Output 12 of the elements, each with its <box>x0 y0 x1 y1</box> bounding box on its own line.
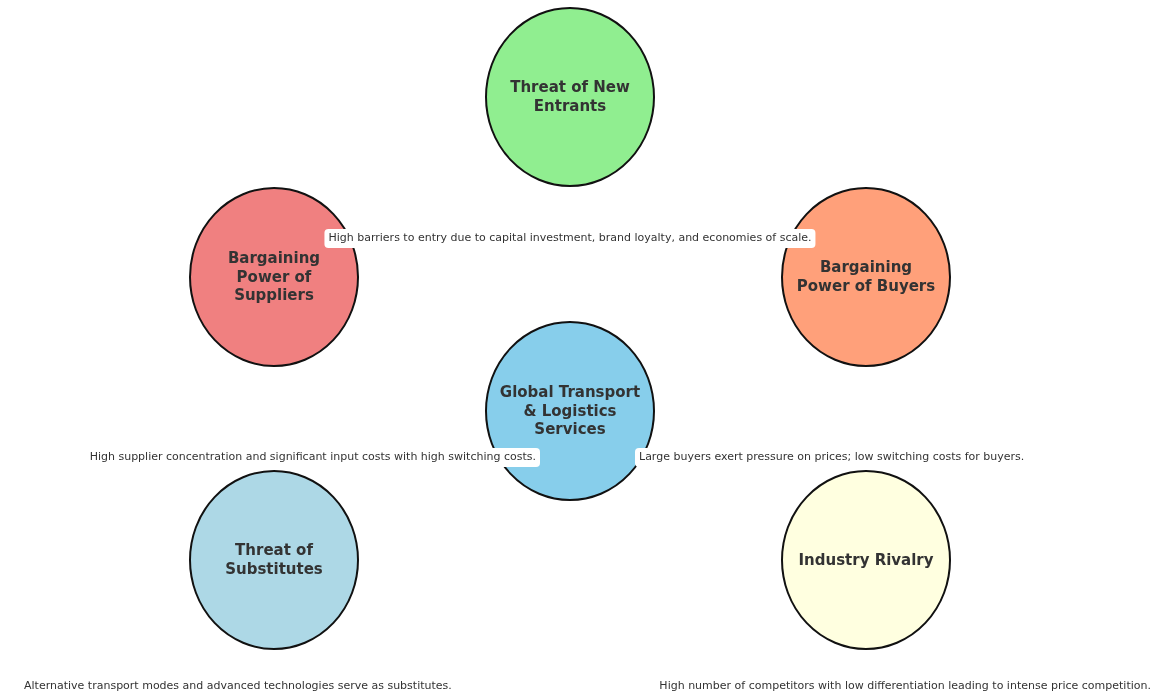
force-title: Global Transport & Logistics Services <box>498 382 642 440</box>
force-title: Industry Rivalry <box>797 550 935 570</box>
force-ellipse <box>189 187 359 367</box>
force-title: Threat of New Entrants <box>509 78 631 116</box>
description-label: High barriers to entry due to capital investment, brand loyalty, and economies of scale. <box>324 229 816 248</box>
force-title: Threat of Substitutes <box>224 541 324 579</box>
force-ellipse <box>781 187 951 367</box>
force-ellipse <box>485 7 655 187</box>
force-ellipse <box>189 470 359 650</box>
force-title: Bargaining Power of Suppliers <box>226 248 322 306</box>
force-title: Bargaining Power of Buyers <box>795 258 937 296</box>
force-ellipse <box>781 470 951 650</box>
